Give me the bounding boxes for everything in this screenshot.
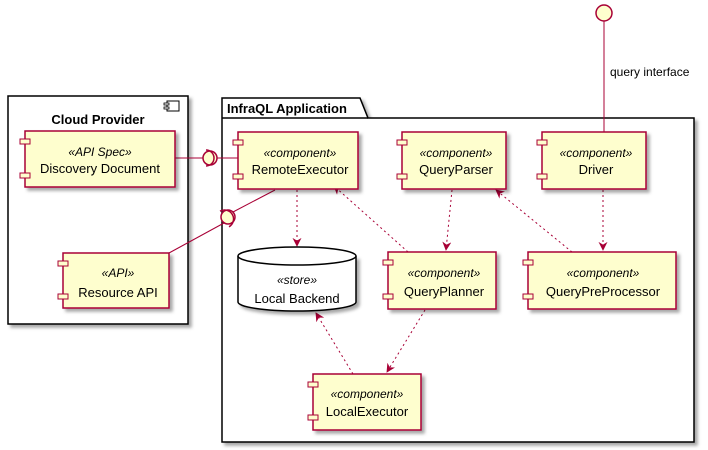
- resource-api-label: Resource API: [78, 285, 158, 300]
- driver-label: Driver: [579, 162, 614, 177]
- edges: query interface: [168, 4, 690, 375]
- discovery-document-label: Discovery Document: [40, 161, 160, 176]
- query-parser-label: QueryParser: [419, 162, 493, 177]
- query-planner-label: QueryPlanner: [404, 284, 485, 299]
- remote-executor-stereotype: «component»: [264, 146, 337, 160]
- driver-component[interactable]: «component» Driver: [536, 131, 647, 190]
- query-interface-label: query interface: [610, 65, 690, 79]
- discovery-document-component[interactable]: «API Spec» Discovery Document: [19, 130, 176, 188]
- query-parser-component[interactable]: «component» QueryParser: [396, 131, 507, 190]
- local-executor-label: LocalExecutor: [326, 404, 409, 419]
- remote-executor-component[interactable]: «component» RemoteExecutor: [232, 131, 359, 190]
- resource-api-stereotype: «API»: [102, 266, 135, 280]
- local-backend-store[interactable]: «store» Local Backend: [237, 246, 357, 312]
- discovery-document-stereotype: «API Spec»: [68, 145, 132, 159]
- query-preprocessor-component[interactable]: «component» QueryPreProcessor: [522, 251, 677, 310]
- component-glyph-icon: [163, 100, 180, 112]
- driver-stereotype: «component»: [560, 146, 633, 160]
- resource-api-component[interactable]: «API» Resource API: [57, 252, 170, 309]
- local-backend-label: Local Backend: [254, 291, 339, 306]
- discovery-interface-circle: [202, 150, 218, 166]
- query-planner-stereotype: «component»: [408, 266, 481, 280]
- infraql-application-title: InfraQL Application: [227, 101, 347, 116]
- local-backend-stereotype: «store»: [277, 273, 317, 287]
- query-planner-component[interactable]: «component» QueryPlanner: [382, 251, 497, 310]
- remote-executor-label: RemoteExecutor: [252, 162, 349, 177]
- local-executor-component[interactable]: «component» LocalExecutor: [307, 373, 422, 431]
- query-preprocessor-stereotype: «component»: [567, 266, 640, 280]
- query-preprocessor-label: QueryPreProcessor: [546, 284, 661, 299]
- query-parser-stereotype: «component»: [420, 146, 493, 160]
- local-executor-stereotype: «component»: [331, 387, 404, 401]
- cloud-provider-title: Cloud Provider: [51, 112, 144, 127]
- query-interface-circle: [595, 4, 613, 22]
